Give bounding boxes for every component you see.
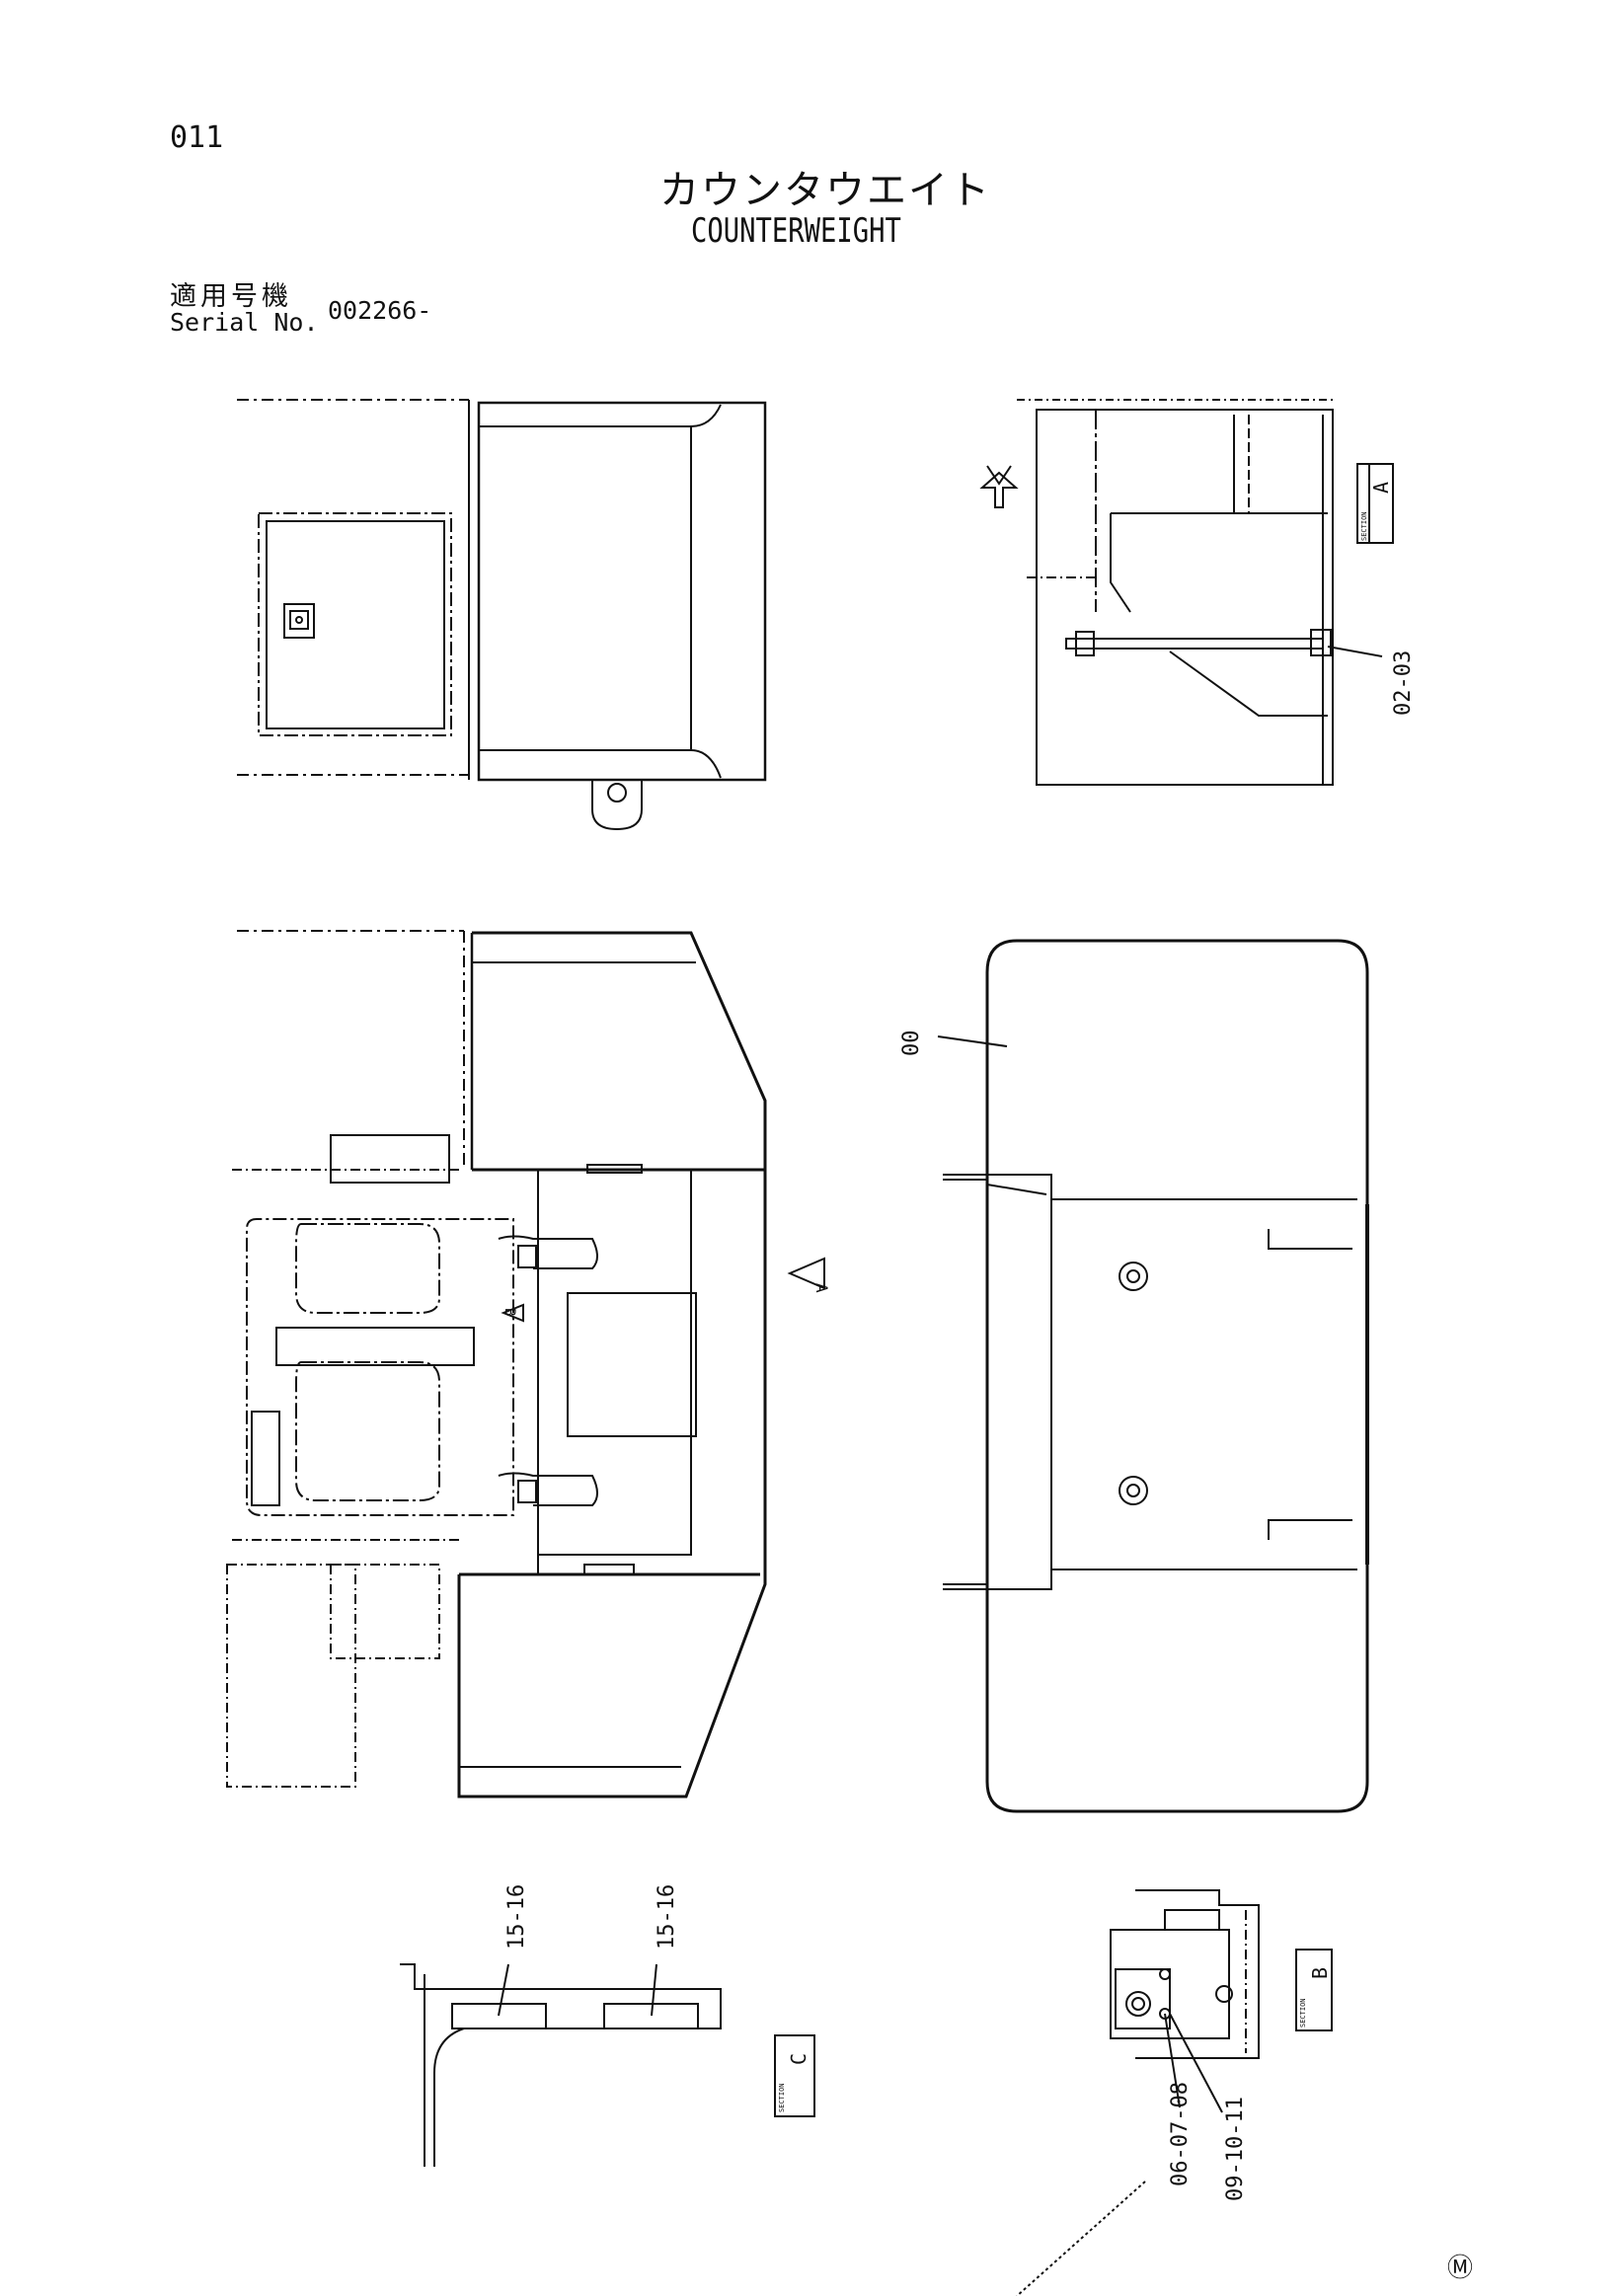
title-english: COUNTERWEIGHT (691, 211, 901, 251)
section-b-view (1016, 1889, 1333, 2296)
callout-09-10-11: 09-10-11 (1223, 2097, 1248, 2201)
section-c-letter: C (787, 2053, 810, 2065)
title-japanese: カウンタウエイト (659, 168, 991, 213)
section-c-word: SECTION (778, 2083, 786, 2112)
section-a-view (979, 399, 1394, 786)
section-b-word: SECTION (1299, 1998, 1307, 2028)
corner-mark: Ⓜ (1447, 2254, 1474, 2283)
serial-label-japanese: 適用号機 (170, 281, 292, 312)
section-a-word: SECTION (1360, 511, 1368, 541)
callout-00: 00 (899, 1031, 924, 1057)
callout-15-16-left: 15-16 (504, 1884, 529, 1950)
serial-label-english: Serial No. (170, 308, 319, 337)
counterweight-plan-view (937, 939, 1369, 1813)
section-c-view (400, 1963, 815, 2167)
serial-number-value: 002266- (328, 296, 432, 325)
view-arrow-a-letter: A (812, 1283, 831, 1293)
main-plan-view (226, 930, 825, 1799)
page-number: 011 (170, 120, 224, 155)
callout-06-07-08: 06-07-08 (1168, 2082, 1193, 2186)
section-b-letter: B (1308, 1967, 1332, 1979)
section-a-letter: A (1369, 482, 1393, 494)
top-left-view (237, 399, 767, 831)
callout-02-03: 02-03 (1391, 651, 1416, 716)
callout-15-16-right: 15-16 (655, 1884, 679, 1950)
view-arrow-b-letter: B (501, 1308, 517, 1316)
